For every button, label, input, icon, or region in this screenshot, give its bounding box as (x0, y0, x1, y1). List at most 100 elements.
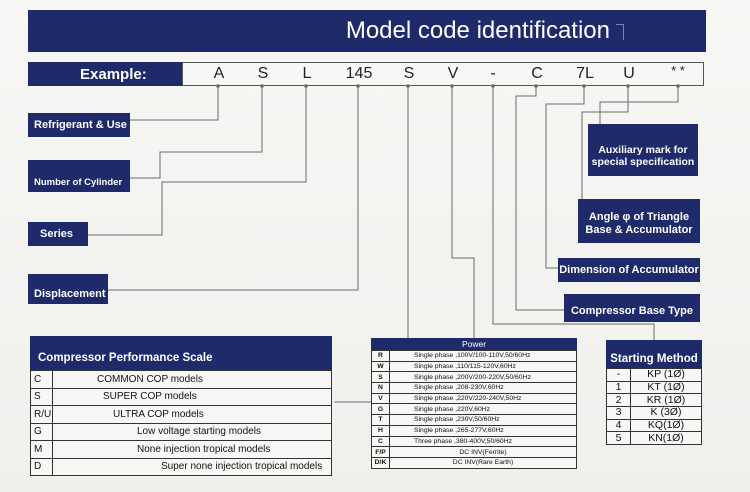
label-displacement-text: Displacement (34, 288, 106, 300)
code-part-performance: S (403, 65, 415, 82)
starting-method-title: Starting Method (610, 353, 698, 365)
power-desc: Single phase ,265-277V,60Hz (389, 424, 577, 437)
starting-desc: KQ(1Ø) (630, 418, 702, 433)
label-angle-triangle-base-text: Angle φ of Triangle Base & Accumulator (585, 211, 693, 236)
code-part-angle: U (623, 65, 635, 82)
table-row: -KP (1Ø) (606, 368, 702, 382)
code-part-series: L (302, 65, 312, 82)
power-desc: Single phase ,230V,50/60Hz (389, 414, 577, 426)
example-label: Example: (28, 62, 182, 86)
label-angle-triangle-base: Angle φ of Triangle Base & Accumulator (578, 199, 700, 243)
perf-code: S (30, 387, 53, 406)
starting-desc: KN(1Ø) (630, 431, 702, 446)
title-corner-mark (616, 24, 624, 40)
power-code: H (371, 424, 390, 437)
label-auxiliary-mark-text: Auxiliary mark for special specification (591, 143, 695, 168)
starting-code: 3 (606, 406, 631, 420)
perf-code: M (30, 440, 53, 459)
starting-desc: KP (1Ø) (630, 368, 702, 382)
label-series-text: Series (40, 228, 74, 240)
power-code: C (371, 435, 390, 448)
power-title: Power (461, 339, 487, 349)
perf-code: C (30, 370, 53, 389)
power-desc: Three phase ,380-400V,50/60Hz (389, 435, 577, 448)
code-part-dash: - (490, 65, 496, 82)
power-code: V (371, 392, 390, 405)
starting-code: - (606, 368, 631, 382)
code-part-accumulator: 7L (576, 65, 594, 82)
perf-desc: SUPER COP models (52, 387, 332, 406)
power-code: S (371, 371, 390, 384)
power-desc: Single phase ,208-230V,60Hz (389, 382, 577, 394)
power-code: N (371, 382, 390, 394)
label-series: Series (28, 222, 88, 246)
starting-method-header: Starting Method (606, 340, 702, 368)
perf-desc: COMMON COP models (52, 370, 332, 389)
starting-code: 5 (606, 431, 631, 446)
perf-desc: Super none injection tropical models (52, 457, 332, 476)
power-code: R (371, 350, 390, 362)
power-code: G (371, 403, 390, 416)
label-compressor-base-type-text: Compressor Base Type (570, 304, 694, 317)
label-accumulator-dimension-text: Dimension of Accumulator (559, 263, 699, 276)
performance-scale-header: Compressor Performance Scale (30, 336, 332, 370)
page-title: Model code identification (345, 17, 610, 44)
power-code: T (371, 414, 390, 426)
power-code: W (371, 360, 390, 373)
perf-desc: None injection tropical models (52, 440, 332, 459)
label-accumulator-dimension: Dimension of Accumulator (558, 258, 700, 282)
perf-desc: Low voltage starting models (52, 422, 332, 441)
starting-code: 2 (606, 393, 631, 408)
label-refrigerant-use-text: Refrigerant & Use (34, 119, 127, 131)
power-desc: DC INV(Rare Earth) (389, 456, 577, 469)
power-code: D/K (371, 456, 390, 469)
starting-code: 4 (606, 418, 631, 433)
example-label-text: Example: (80, 65, 147, 83)
perf-code: G (30, 422, 53, 441)
perf-code: D (30, 457, 53, 476)
example-code-row: A S L 145 S V - C 7L U * * (182, 62, 704, 86)
label-compressor-base-type: Compressor Base Type (564, 294, 700, 322)
code-part-refrigerant: A (213, 65, 225, 82)
code-part-base-type: C (531, 65, 543, 82)
starting-desc: K (3Ø) (630, 406, 702, 420)
starting-desc: KR (1Ø) (630, 393, 702, 408)
power-desc: Single phase ,220V,60Hz (389, 403, 577, 416)
starting-code: 1 (606, 380, 631, 395)
performance-scale-title: Compressor Performance Scale (38, 352, 213, 364)
power-desc: Single phase ,200V/200-220V,50/60Hz (389, 371, 577, 384)
power-code: F/P (371, 446, 390, 458)
perf-desc: ULTRA COP models (52, 405, 332, 424)
perf-code: R/U (30, 405, 53, 424)
title-bar: Model code identification (28, 10, 706, 52)
starting-desc: KT (1Ø) (630, 380, 702, 395)
power-header: Power (371, 338, 577, 350)
power-desc: Single phase ,110/115-120V,60Hz (389, 360, 577, 373)
code-part-displacement: 145 (345, 65, 373, 82)
code-part-power: V (447, 65, 459, 82)
power-desc: DC INV(Ferrite) (389, 446, 577, 458)
